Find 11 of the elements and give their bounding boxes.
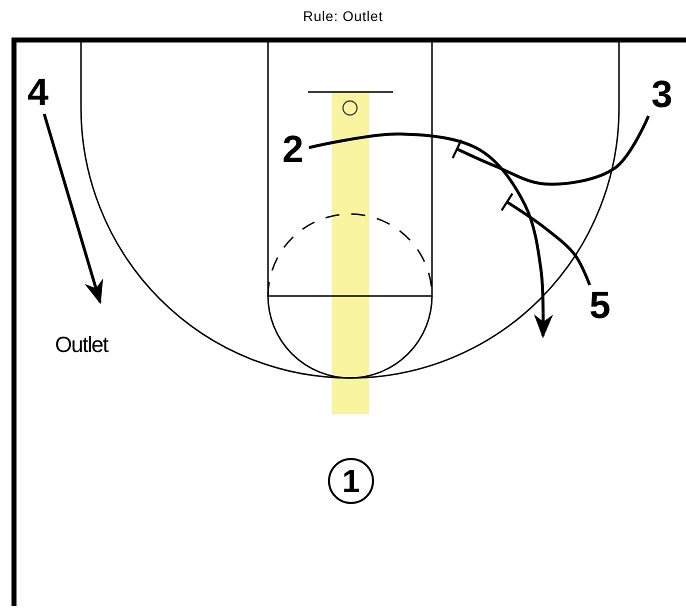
screen-path bbox=[452, 115, 650, 186]
player-number: 2 bbox=[279, 131, 307, 169]
play-label: Outlet bbox=[55, 332, 108, 358]
player-circle: 1 bbox=[328, 458, 374, 504]
cut-arrow bbox=[42, 114, 104, 304]
screen-path bbox=[500, 192, 592, 286]
player-number: 5 bbox=[586, 287, 614, 325]
diagram-title: Rule: Outlet bbox=[302, 8, 384, 24]
player-number: 4 bbox=[24, 74, 52, 112]
cut-arrow bbox=[308, 132, 554, 338]
player-number: 3 bbox=[648, 76, 676, 114]
